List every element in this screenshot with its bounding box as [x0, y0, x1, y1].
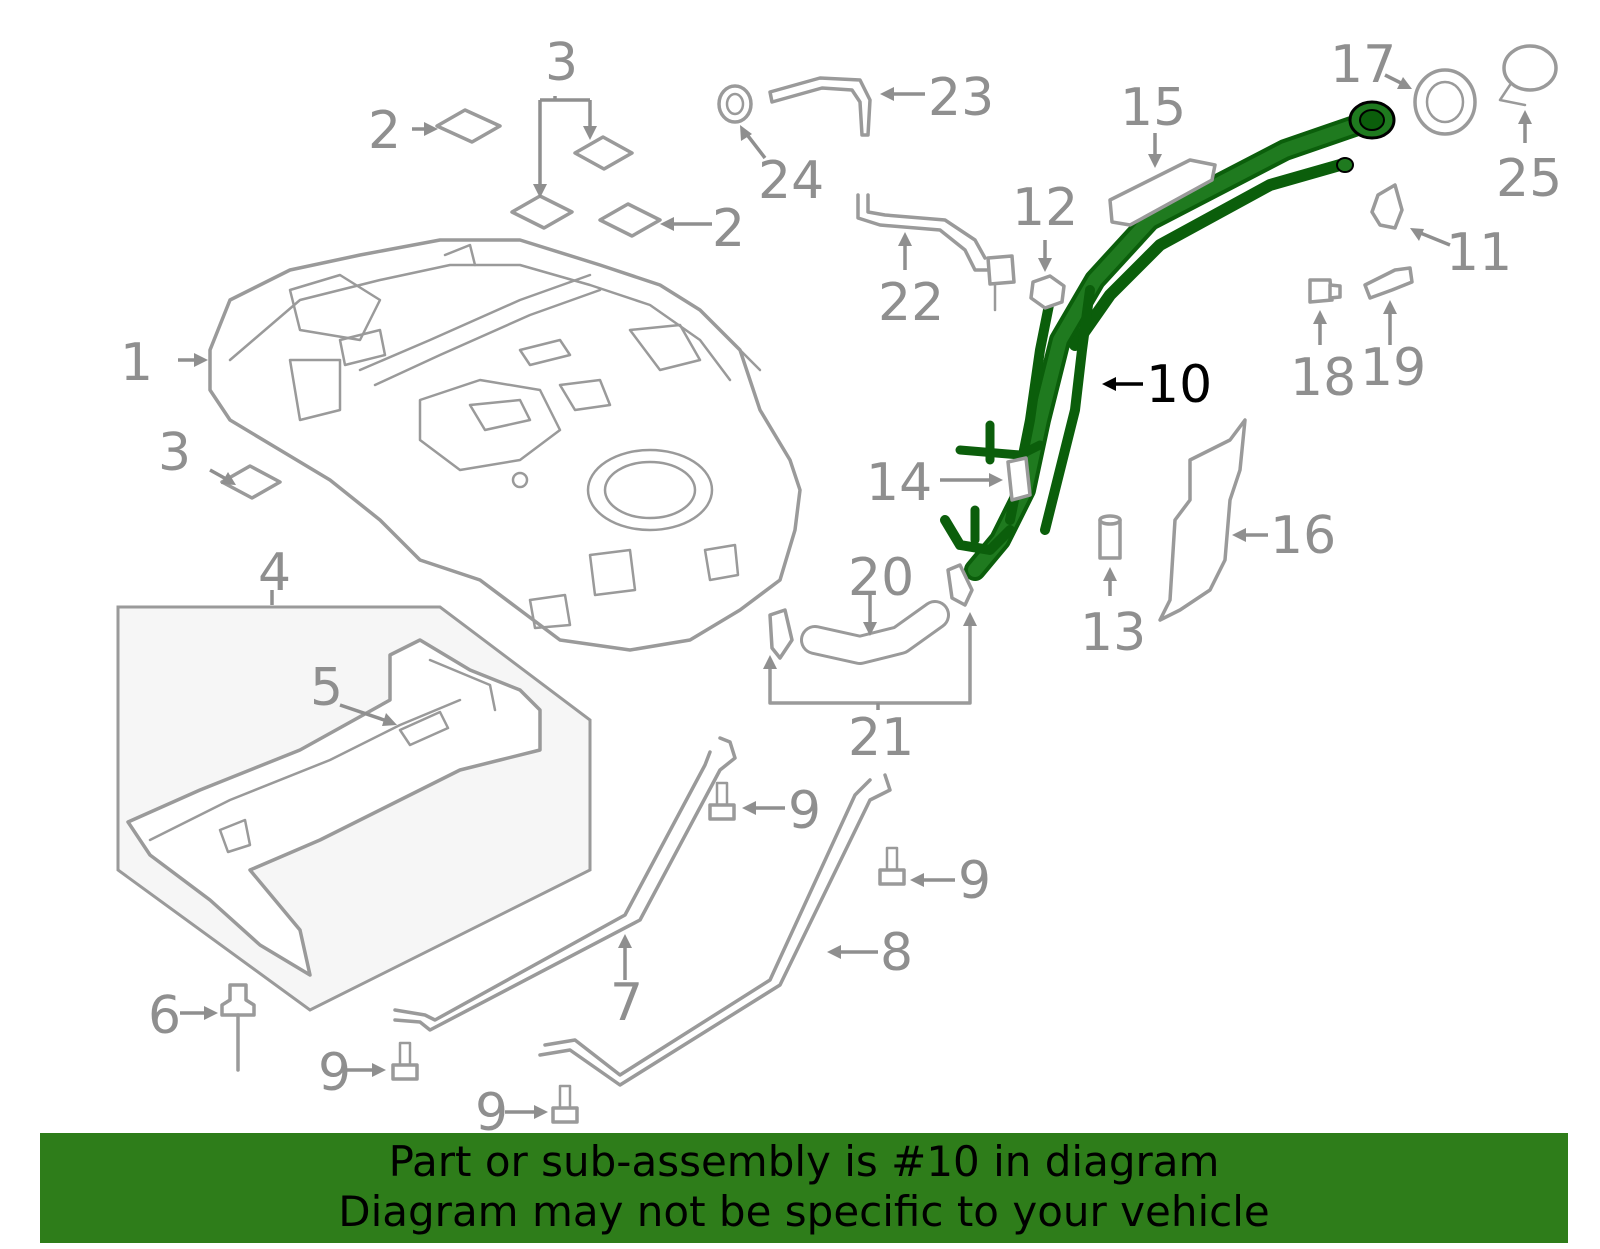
callout-20: 20: [848, 548, 914, 608]
callout-17: 17: [1330, 35, 1396, 95]
callout-16: 16: [1270, 506, 1336, 566]
callout-labels: 1 2 2 3 3 4 5 6 7 8 9 9 9 9 10 11 12 13 …: [120, 33, 1562, 1143]
callout-2a: 2: [368, 101, 401, 161]
hose-part-23: [768, 76, 872, 137]
nut-part-12: [1029, 274, 1066, 310]
vent-hose-part-22: [856, 193, 1016, 312]
callout-5: 5: [310, 658, 343, 718]
callout-2b: 2: [712, 199, 745, 259]
info-banner: Part or sub-assembly is #10 in diagram D…: [40, 1133, 1568, 1243]
fuel-tank-part-1: [208, 238, 802, 652]
callout-10: 10: [1146, 355, 1212, 415]
push-pin-part-6: [220, 983, 256, 1072]
shield-box-part-4: [116, 605, 592, 1012]
leader-lines: [178, 73, 1532, 1119]
clamp-part-24: [717, 84, 753, 124]
hose-part-20: [800, 600, 950, 665]
callout-19: 19: [1360, 338, 1426, 398]
hose-part-19: [1363, 266, 1414, 300]
callout-7: 7: [610, 973, 643, 1033]
callout-12: 12: [1012, 178, 1078, 238]
callout-18: 18: [1290, 348, 1356, 408]
callout-23: 23: [928, 68, 994, 128]
callout-11: 11: [1446, 223, 1512, 283]
bracket-part-11: [1370, 183, 1404, 230]
bolts-part-9: [391, 781, 906, 1124]
gasket-part-17: [1413, 68, 1477, 136]
grommet-part-18: [1308, 278, 1342, 304]
shield-part-16: [1158, 418, 1247, 622]
callout-9b: 9: [958, 851, 991, 911]
callout-14: 14: [866, 453, 932, 513]
callout-3a: 3: [545, 33, 578, 93]
callout-13: 13: [1080, 603, 1146, 663]
hose-part-14: [1006, 456, 1032, 502]
callout-8: 8: [880, 923, 913, 983]
pads-parts-2-3: [220, 108, 662, 500]
callout-15: 15: [1120, 78, 1186, 138]
cover-part-15: [1108, 158, 1217, 227]
clamps-part-21: [768, 563, 974, 705]
banner-line-2: Diagram may not be specific to your vehi…: [338, 1187, 1270, 1236]
filler-pipe-part-10: [940, 100, 1396, 581]
banner-line-1: Part or sub-assembly is #10 in diagram: [388, 1137, 1220, 1186]
tank-straps-parts-7-8: [393, 736, 892, 1087]
callout-21: 21: [848, 708, 914, 768]
callout-3b: 3: [158, 423, 191, 483]
callout-25: 25: [1496, 149, 1562, 209]
callout-6: 6: [148, 986, 181, 1046]
callout-1: 1: [120, 333, 153, 393]
callout-9a: 9: [788, 781, 821, 841]
callout-22: 22: [878, 273, 944, 333]
callout-24: 24: [758, 151, 824, 211]
fuel-cap-part-25: [1498, 44, 1558, 107]
callout-9c: 9: [318, 1043, 351, 1103]
callout-4: 4: [258, 543, 291, 603]
tube-part-13: [1098, 514, 1122, 560]
